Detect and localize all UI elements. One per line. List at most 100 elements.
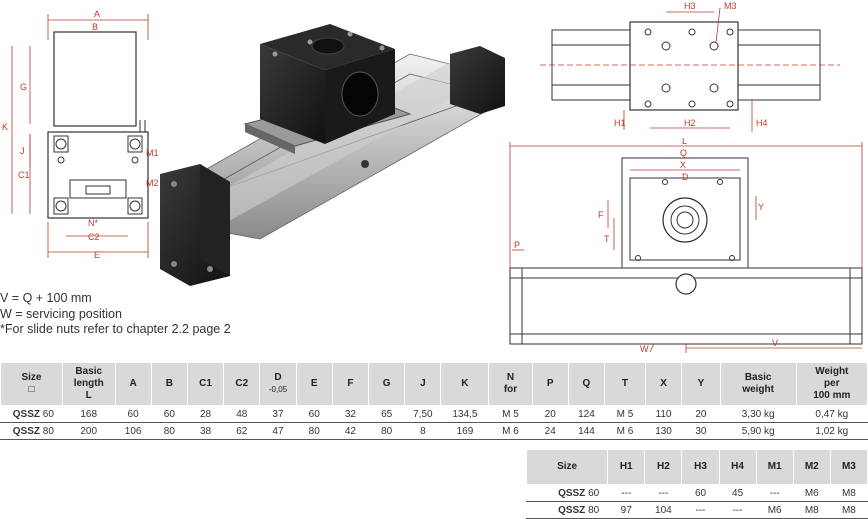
header-line: per — [824, 378, 840, 389]
dim-label-l: L — [682, 138, 687, 146]
header-line: □ — [28, 384, 35, 395]
end-view-drawing: A B G K J C1 M1 M2 N* C2 E — [2, 9, 159, 260]
size-prefix: QSSZ — [558, 504, 586, 516]
header-line: J — [420, 378, 426, 389]
dim-label-g: G — [20, 82, 27, 92]
table-cell: 106 — [114, 422, 152, 440]
column-header: F — [331, 362, 370, 406]
column-header: X — [644, 362, 683, 406]
dim-label-d: D — [682, 172, 689, 182]
column-header: Size□ — [0, 362, 63, 406]
column-header: M1 — [755, 449, 794, 485]
top-view-drawing: H3 M3 H1 H2 H4 — [540, 1, 840, 132]
dim-label-k: K — [2, 122, 8, 132]
dim-label-h2: H2 — [684, 118, 696, 128]
column-header: D-0,05 — [259, 362, 297, 406]
size-value: 80 — [585, 504, 600, 516]
size-cell: QSSZ 80 — [525, 501, 609, 519]
dim-label-f: F — [598, 210, 604, 220]
header-line: Q — [582, 378, 591, 389]
table-cell: 7,50 — [404, 405, 442, 423]
table-cell: 80 — [295, 422, 333, 440]
dim-label-m2: M2 — [146, 178, 159, 188]
table-cell: 80 — [368, 422, 406, 440]
dim-label-h1: H1 — [614, 118, 626, 128]
table-cell: 37 — [259, 405, 297, 423]
header-line: B — [165, 378, 173, 389]
size-cell: QSSZ 80 — [0, 422, 63, 440]
size-prefix: QSSZ — [558, 487, 586, 499]
table-cell: 168 — [61, 405, 116, 423]
table-cell: M8 — [829, 501, 868, 519]
dim-label-q: Q — [680, 148, 687, 158]
header-line: weight — [742, 384, 774, 395]
header-line: for — [503, 384, 518, 395]
table-cell: 8 — [404, 422, 442, 440]
size-value: 60 — [585, 487, 600, 499]
header-line: N — [506, 372, 515, 383]
dim-label-n: N* — [88, 218, 98, 228]
column-header: P — [531, 362, 569, 406]
table-cell: 60 — [681, 484, 720, 502]
note-slide-nuts: *For slide nuts refer to chapter 2.2 pag… — [0, 322, 231, 336]
table-cell: M8 — [792, 501, 831, 519]
table-cell: M 6 — [488, 422, 533, 440]
column-header: E — [295, 362, 333, 406]
table-cell: --- — [607, 484, 646, 502]
column-header: H3 — [681, 449, 720, 485]
table-cell: M 5 — [604, 405, 646, 423]
size-cell: QSSZ 60 — [0, 405, 63, 423]
notes: V = Q + 100 mm W = servicing position *F… — [0, 291, 231, 338]
table-cell: 60 — [150, 405, 188, 423]
column-header: M2 — [792, 449, 831, 485]
header-line: E — [310, 378, 318, 389]
table-cell: 110 — [644, 405, 683, 423]
dim-label-j: J — [20, 146, 25, 156]
table-cell: 48 — [223, 405, 261, 423]
column-header: C1 — [186, 362, 225, 406]
column-header: H1 — [607, 449, 646, 485]
table-cell: --- — [681, 501, 720, 519]
header-line: C2 — [235, 378, 249, 389]
note-w: W = servicing position — [0, 306, 122, 321]
table-cell: 20 — [681, 405, 721, 423]
column-header: H4 — [718, 449, 757, 485]
column-header: T — [604, 362, 646, 406]
header-line: G — [382, 378, 391, 389]
header-line: Basic — [744, 372, 772, 383]
dim-label-m1: M1 — [146, 148, 159, 158]
table-cell: 62 — [223, 422, 261, 440]
size-value: 80 — [40, 425, 54, 437]
header-line: L — [85, 390, 92, 401]
table-cell: 134,5 — [440, 405, 490, 423]
table-cell: 104 — [644, 501, 683, 519]
header-line: 100 mm — [813, 390, 851, 401]
linear-unit-3d-illustration — [160, 24, 505, 286]
dim-label-v: V — [772, 338, 778, 348]
table-cell: 144 — [567, 422, 606, 440]
table-cell: M6 — [755, 501, 794, 519]
table-cell: --- — [718, 501, 757, 519]
column-header: G — [368, 362, 406, 406]
size-cell: QSSZ 60 — [525, 484, 609, 502]
table-cell: 130 — [644, 422, 683, 440]
table-cell: 65 — [368, 405, 406, 423]
header-line: C1 — [199, 378, 212, 389]
table-cell: --- — [755, 484, 794, 502]
table-cell: 169 — [440, 422, 490, 440]
table-cell: M 6 — [604, 422, 646, 440]
header-line: P — [546, 378, 554, 389]
column-header: Q — [567, 362, 606, 406]
table-cell: 3,30 kg — [719, 405, 797, 423]
header-line: -0,05 — [268, 385, 288, 394]
table-cell: M 5 — [488, 405, 533, 423]
table-cell: 60 — [114, 405, 152, 423]
table-cell: 97 — [607, 501, 646, 519]
